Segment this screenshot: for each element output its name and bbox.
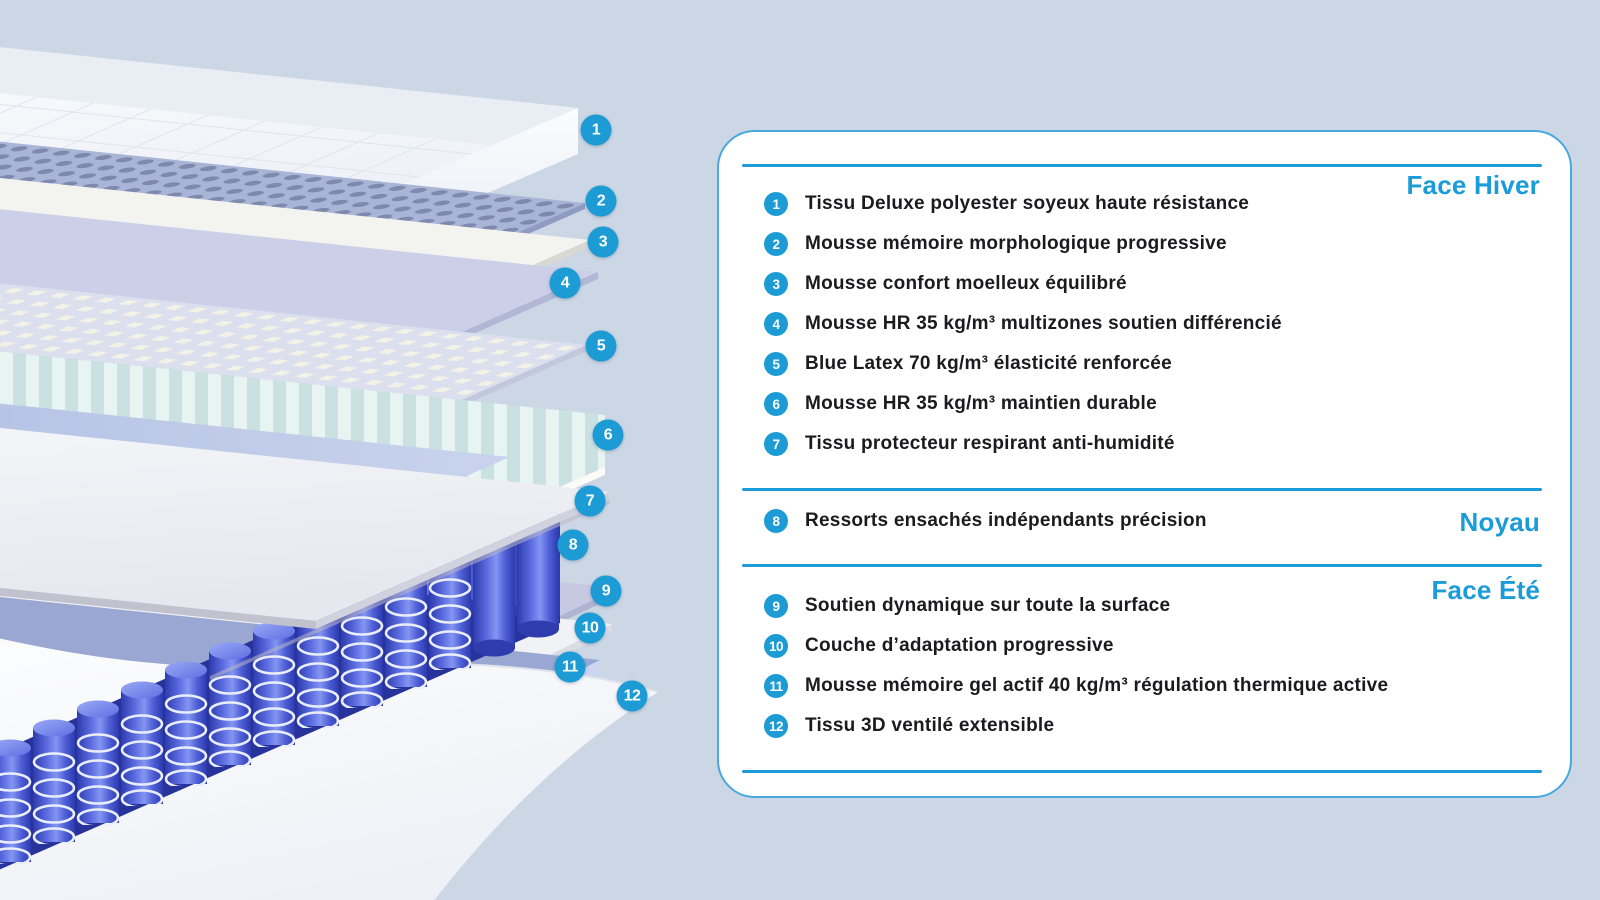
divider-top (742, 164, 1542, 167)
section-title-noyau: Noyau (1459, 507, 1540, 537)
legend-item-7: 7 Tissu protecteur respirant anti-humidi… (764, 429, 1175, 459)
diagram-badge-4: 4 (549, 267, 581, 299)
legend-item-1: 1 Tissu Deluxe polyester soyeux haute ré… (764, 189, 1249, 219)
diagram-badge-9: 9 (590, 575, 622, 607)
legend-item-3: 3 Mousse confort moelleux équilibré (764, 269, 1127, 299)
legend-item-2-text: Mousse mémoire morphologique progressive (805, 233, 1227, 254)
diagram-badge-3: 3 (587, 226, 619, 258)
diagram-badge-5: 5 (585, 330, 617, 362)
legend-item-12-text: Tissu 3D ventilé extensible (805, 715, 1055, 736)
legend-badge-6: 6 (764, 392, 788, 416)
legend-panel: Face Hiver Noyau Face Été 1 Tissu Deluxe… (717, 130, 1572, 798)
diagram-badge-1: 1 (580, 114, 612, 146)
legend-badge-10: 10 (764, 634, 788, 658)
diagram-badge-7: 7 (574, 485, 606, 517)
legend-badge-11: 11 (764, 674, 788, 698)
legend-badge-8: 8 (764, 509, 788, 533)
legend-item-8: 8 Ressorts ensachés indépendants précisi… (764, 506, 1207, 536)
divider-bottom (742, 770, 1542, 773)
legend-item-10: 10 Couche d’adaptation progressive (764, 631, 1114, 661)
legend-item-10-text: Couche d’adaptation progressive (805, 635, 1114, 656)
legend-item-4: 4 Mousse HR 35 kg/m³ multizones soutien … (764, 309, 1282, 339)
diagram-badge-11: 11 (554, 651, 586, 683)
legend-item-6-text: Mousse HR 35 kg/m³ maintien durable (805, 393, 1157, 414)
legend-badge-12: 12 (764, 714, 788, 738)
legend-item-3-text: Mousse confort moelleux équilibré (805, 273, 1127, 294)
diagram-badge-10: 10 (574, 612, 606, 644)
legend-item-4-text: Mousse HR 35 kg/m³ multizones soutien di… (805, 313, 1282, 334)
section-title-face-hiver: Face Hiver (1406, 170, 1540, 200)
legend-item-11: 11 Mousse mémoire gel actif 40 kg/m³ rég… (764, 671, 1388, 701)
legend-item-2: 2 Mousse mémoire morphologique progressi… (764, 229, 1227, 259)
legend-badge-5: 5 (764, 352, 788, 376)
divider-after-face-hiver (742, 488, 1542, 491)
section-title-face-ete: Face Été (1431, 575, 1540, 605)
legend-item-5-text: Blue Latex 70 kg/m³ élasticité renforcée (805, 353, 1172, 374)
legend-item-12: 12 Tissu 3D ventilé extensible (764, 711, 1054, 741)
legend-item-1-text: Tissu Deluxe polyester soyeux haute rési… (805, 193, 1250, 214)
legend-badge-4: 4 (764, 312, 788, 336)
legend-item-7-text: Tissu protecteur respirant anti-humidité (805, 433, 1175, 454)
layer-protective-fabric (0, 427, 610, 680)
legend-item-8-text: Ressorts ensachés indépendants précision (805, 510, 1207, 531)
legend-badge-1: 1 (764, 192, 788, 216)
legend-item-11-text: Mousse mémoire gel actif 40 kg/m³ régula… (805, 675, 1389, 696)
legend-badge-3: 3 (764, 272, 788, 296)
legend-item-5: 5 Blue Latex 70 kg/m³ élasticité renforc… (764, 349, 1172, 379)
legend-item-6: 6 Mousse HR 35 kg/m³ maintien durable (764, 389, 1157, 419)
legend-badge-9: 9 (764, 594, 788, 618)
legend-item-9-text: Soutien dynamique sur toute la surface (805, 595, 1171, 616)
legend-badge-7: 7 (764, 432, 788, 456)
diagram-badge-2: 2 (585, 185, 617, 217)
diagram-badge-8: 8 (557, 529, 589, 561)
divider-after-noyau (742, 564, 1542, 567)
legend-badge-2: 2 (764, 232, 788, 256)
diagram-badge-12: 12 (616, 680, 648, 712)
legend-item-9: 9 Soutien dynamique sur toute la surface (764, 591, 1170, 621)
diagram-badge-6: 6 (592, 419, 624, 451)
